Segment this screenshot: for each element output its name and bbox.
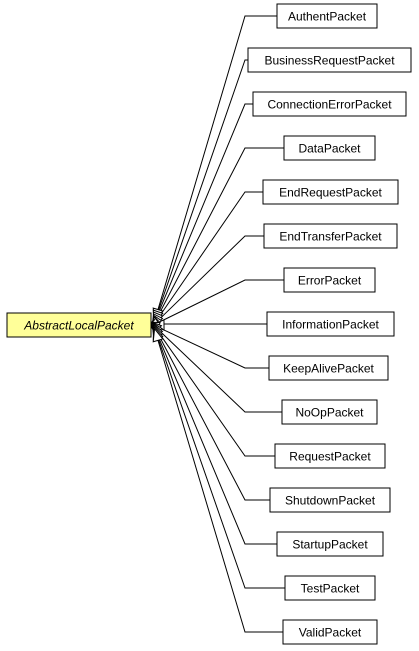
inheritance-edge <box>157 103 253 315</box>
subclass-node-businessrequestpacket[interactable]: BusinessRequestPacket <box>247 47 412 73</box>
subclass-label: TestPacket <box>301 582 360 596</box>
subclass-node-validpacket[interactable]: ValidPacket <box>282 619 378 645</box>
subclass-label: BusinessRequestPacket <box>264 54 395 68</box>
subclass-label: AuthentPacket <box>288 10 367 24</box>
subclass-box <box>269 487 391 513</box>
inheritance-edge <box>157 279 284 324</box>
subclass-node-endrequestpacket[interactable]: EndRequestPacket <box>262 179 399 205</box>
subclass-node-startuppacket[interactable]: StartupPacket <box>276 531 384 557</box>
inheritance-edge <box>157 191 263 319</box>
subclass-label: DataPacket <box>298 142 361 156</box>
subclass-box <box>262 179 399 205</box>
subclass-node-nooppacket[interactable]: NoOpPacket <box>281 399 378 425</box>
subclass-node-shutdownpacket[interactable]: ShutdownPacket <box>269 487 391 513</box>
subclass-box <box>263 223 398 249</box>
inheritance-arrowheads <box>145 307 165 343</box>
subclass-box <box>252 91 407 117</box>
subclass-label: EndTransferPacket <box>279 230 382 244</box>
subclass-node-requestpacket[interactable]: RequestPacket <box>274 443 386 469</box>
inheritance-edge <box>157 340 283 633</box>
base-class-node[interactable]: AbstractLocalPacket <box>6 312 152 338</box>
subclass-box <box>283 267 376 293</box>
subclass-box <box>274 443 386 469</box>
subclass-label: EndRequestPacket <box>279 186 382 200</box>
inheritance-edge <box>157 147 284 317</box>
subclass-box <box>266 311 395 337</box>
inheritance-edge <box>157 333 270 501</box>
subclass-label: StartupPacket <box>292 538 368 552</box>
subclass-box <box>283 135 376 161</box>
subclass-box <box>284 575 376 601</box>
inheritance-edge <box>157 335 277 545</box>
subclass-node-datapacket[interactable]: DataPacket <box>283 135 376 161</box>
subclass-label: ValidPacket <box>299 626 362 640</box>
inheritance-edges <box>157 15 285 633</box>
subclass-node-authentpacket[interactable]: AuthentPacket <box>276 3 378 29</box>
inheritance-edge <box>157 326 269 369</box>
subclass-label: ConnectionErrorPacket <box>267 98 392 112</box>
subclass-nodes: AuthentPacketBusinessRequestPacketConnec… <box>247 3 412 645</box>
generalization-arrowhead <box>152 327 164 343</box>
inheritance-edge <box>157 15 277 310</box>
subclass-box <box>276 531 384 557</box>
subclass-box <box>281 399 378 425</box>
subclass-label: InformationPacket <box>282 318 379 332</box>
subclass-box <box>268 355 389 381</box>
subclass-node-keepalivepacket[interactable]: KeepAlivePacket <box>268 355 389 381</box>
subclass-node-testpacket[interactable]: TestPacket <box>284 575 376 601</box>
subclass-box <box>276 3 378 29</box>
inheritance-edge <box>157 235 264 321</box>
subclass-label: KeepAlivePacket <box>283 362 374 376</box>
subclass-node-errorpacket[interactable]: ErrorPacket <box>283 267 376 293</box>
inheritance-edge <box>157 328 282 413</box>
base-class-box <box>6 312 152 338</box>
inheritance-edge <box>157 337 285 589</box>
subclass-node-endtransferpacket[interactable]: EndTransferPacket <box>263 223 398 249</box>
base-class-label: AbstractLocalPacket <box>23 319 134 333</box>
subclass-label: ErrorPacket <box>298 274 362 288</box>
inheritance-edge <box>157 331 275 457</box>
subclass-node-informationpacket[interactable]: InformationPacket <box>266 311 395 337</box>
subclass-box <box>282 619 378 645</box>
inheritance-edge <box>157 59 248 312</box>
subclass-label: ShutdownPacket <box>285 494 376 508</box>
subclass-label: NoOpPacket <box>295 406 364 420</box>
subclass-box <box>247 47 412 73</box>
subclass-label: RequestPacket <box>289 450 371 464</box>
subclass-node-connectionerrorpacket[interactable]: ConnectionErrorPacket <box>252 91 407 117</box>
